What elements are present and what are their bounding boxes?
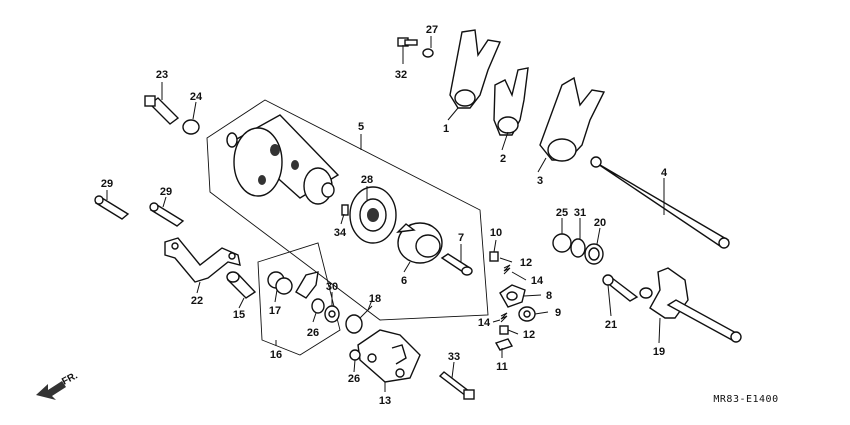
- bolt-7: [440, 253, 473, 276]
- callout-26-lower: 26: [348, 373, 360, 385]
- callout-5: 5: [358, 121, 364, 133]
- bolt-33: [438, 371, 475, 400]
- callout-3: 3: [537, 175, 543, 187]
- washer-27: [422, 48, 434, 58]
- callout-1: 1: [443, 123, 449, 135]
- callout-11: 11: [496, 361, 508, 373]
- pin-34: [341, 204, 349, 216]
- callout-21: 21: [605, 319, 617, 331]
- direction-label: FR.: [60, 370, 80, 387]
- collar-17: [267, 271, 293, 295]
- callout-labels: 1 2 3 4 5 6 7 8 9 10 11 12 12 13 14 14 1…: [101, 24, 668, 407]
- callout-16: 16: [270, 349, 282, 361]
- callout-27: 27: [426, 24, 438, 36]
- shift-drum: [226, 114, 340, 205]
- callout-10: 10: [490, 227, 502, 239]
- stopper-arm-16: [295, 271, 319, 299]
- spring-18: [345, 305, 373, 334]
- collar-12-lower: [499, 325, 509, 335]
- plate-11: [494, 338, 514, 351]
- callout-24: 24: [190, 91, 203, 103]
- guide-plate-13: [357, 329, 421, 383]
- callout-9: 9: [555, 307, 561, 319]
- callout-19: 19: [653, 346, 665, 358]
- callout-28: 28: [361, 174, 373, 186]
- spring-14-lower: [500, 312, 508, 323]
- callout-14-upper: 14: [531, 275, 544, 287]
- drum-subassembly-outline: [206, 99, 489, 321]
- callout-15: 15: [233, 309, 245, 321]
- pin-29-left: [94, 195, 130, 220]
- drum-stopper-arm-8: [499, 284, 526, 308]
- callout-25: 25: [556, 207, 568, 219]
- bracket-22: [164, 237, 241, 283]
- callout-30: 30: [326, 281, 338, 293]
- spring-14-upper: [503, 264, 511, 275]
- callout-4: 4: [661, 167, 668, 179]
- callout-14-lower: 14: [478, 317, 491, 329]
- gearshift-spindle-19: [639, 267, 742, 343]
- shift-fork-1: [449, 29, 501, 109]
- callout-8: 8: [546, 290, 552, 302]
- bearing-28: [349, 186, 397, 244]
- callout-33: 33: [448, 351, 460, 363]
- callout-31: 31: [574, 207, 586, 219]
- callout-6: 6: [401, 275, 407, 287]
- stopper-subassembly-outline: [257, 242, 341, 356]
- bolt-32: [397, 37, 418, 47]
- fork-shaft-4: [590, 156, 730, 249]
- washer-26-lower: [349, 349, 361, 361]
- washer-31: [570, 238, 586, 258]
- callout-22: 22: [191, 295, 203, 307]
- callout-32: 32: [395, 69, 407, 81]
- leader-lines: [106, 36, 665, 392]
- pin-29-right: [149, 202, 185, 227]
- washer-25: [552, 233, 572, 253]
- callout-23: 23: [156, 69, 168, 81]
- diagram-code: MR83-E1400: [713, 394, 778, 405]
- washer-24: [182, 119, 200, 135]
- nut-9: [518, 306, 536, 322]
- callout-13: 13: [379, 395, 391, 407]
- callout-29-left: 29: [101, 178, 113, 190]
- drum-center-6: [396, 222, 443, 264]
- collar-15: [226, 271, 257, 299]
- shift-fork-3: [539, 76, 606, 162]
- callout-7: 7: [458, 232, 464, 244]
- return-spring-20: [584, 243, 604, 265]
- callout-12-lower: 12: [523, 329, 535, 341]
- callout-34: 34: [334, 227, 347, 239]
- collar-10: [489, 251, 499, 262]
- callout-26-upper: 26: [307, 327, 319, 339]
- washer-26-upper: [311, 298, 325, 314]
- callout-12-upper: 12: [520, 257, 532, 269]
- callout-20: 20: [594, 217, 606, 229]
- callout-18: 18: [369, 293, 381, 305]
- front-direction-arrow-icon: FR.: [36, 370, 80, 400]
- washer-30: [324, 305, 340, 323]
- neutral-switch-23: [144, 95, 180, 125]
- shift-fork-2: [493, 67, 529, 136]
- callout-29-right: 29: [160, 186, 172, 198]
- callout-17: 17: [269, 305, 281, 317]
- callout-2: 2: [500, 153, 506, 165]
